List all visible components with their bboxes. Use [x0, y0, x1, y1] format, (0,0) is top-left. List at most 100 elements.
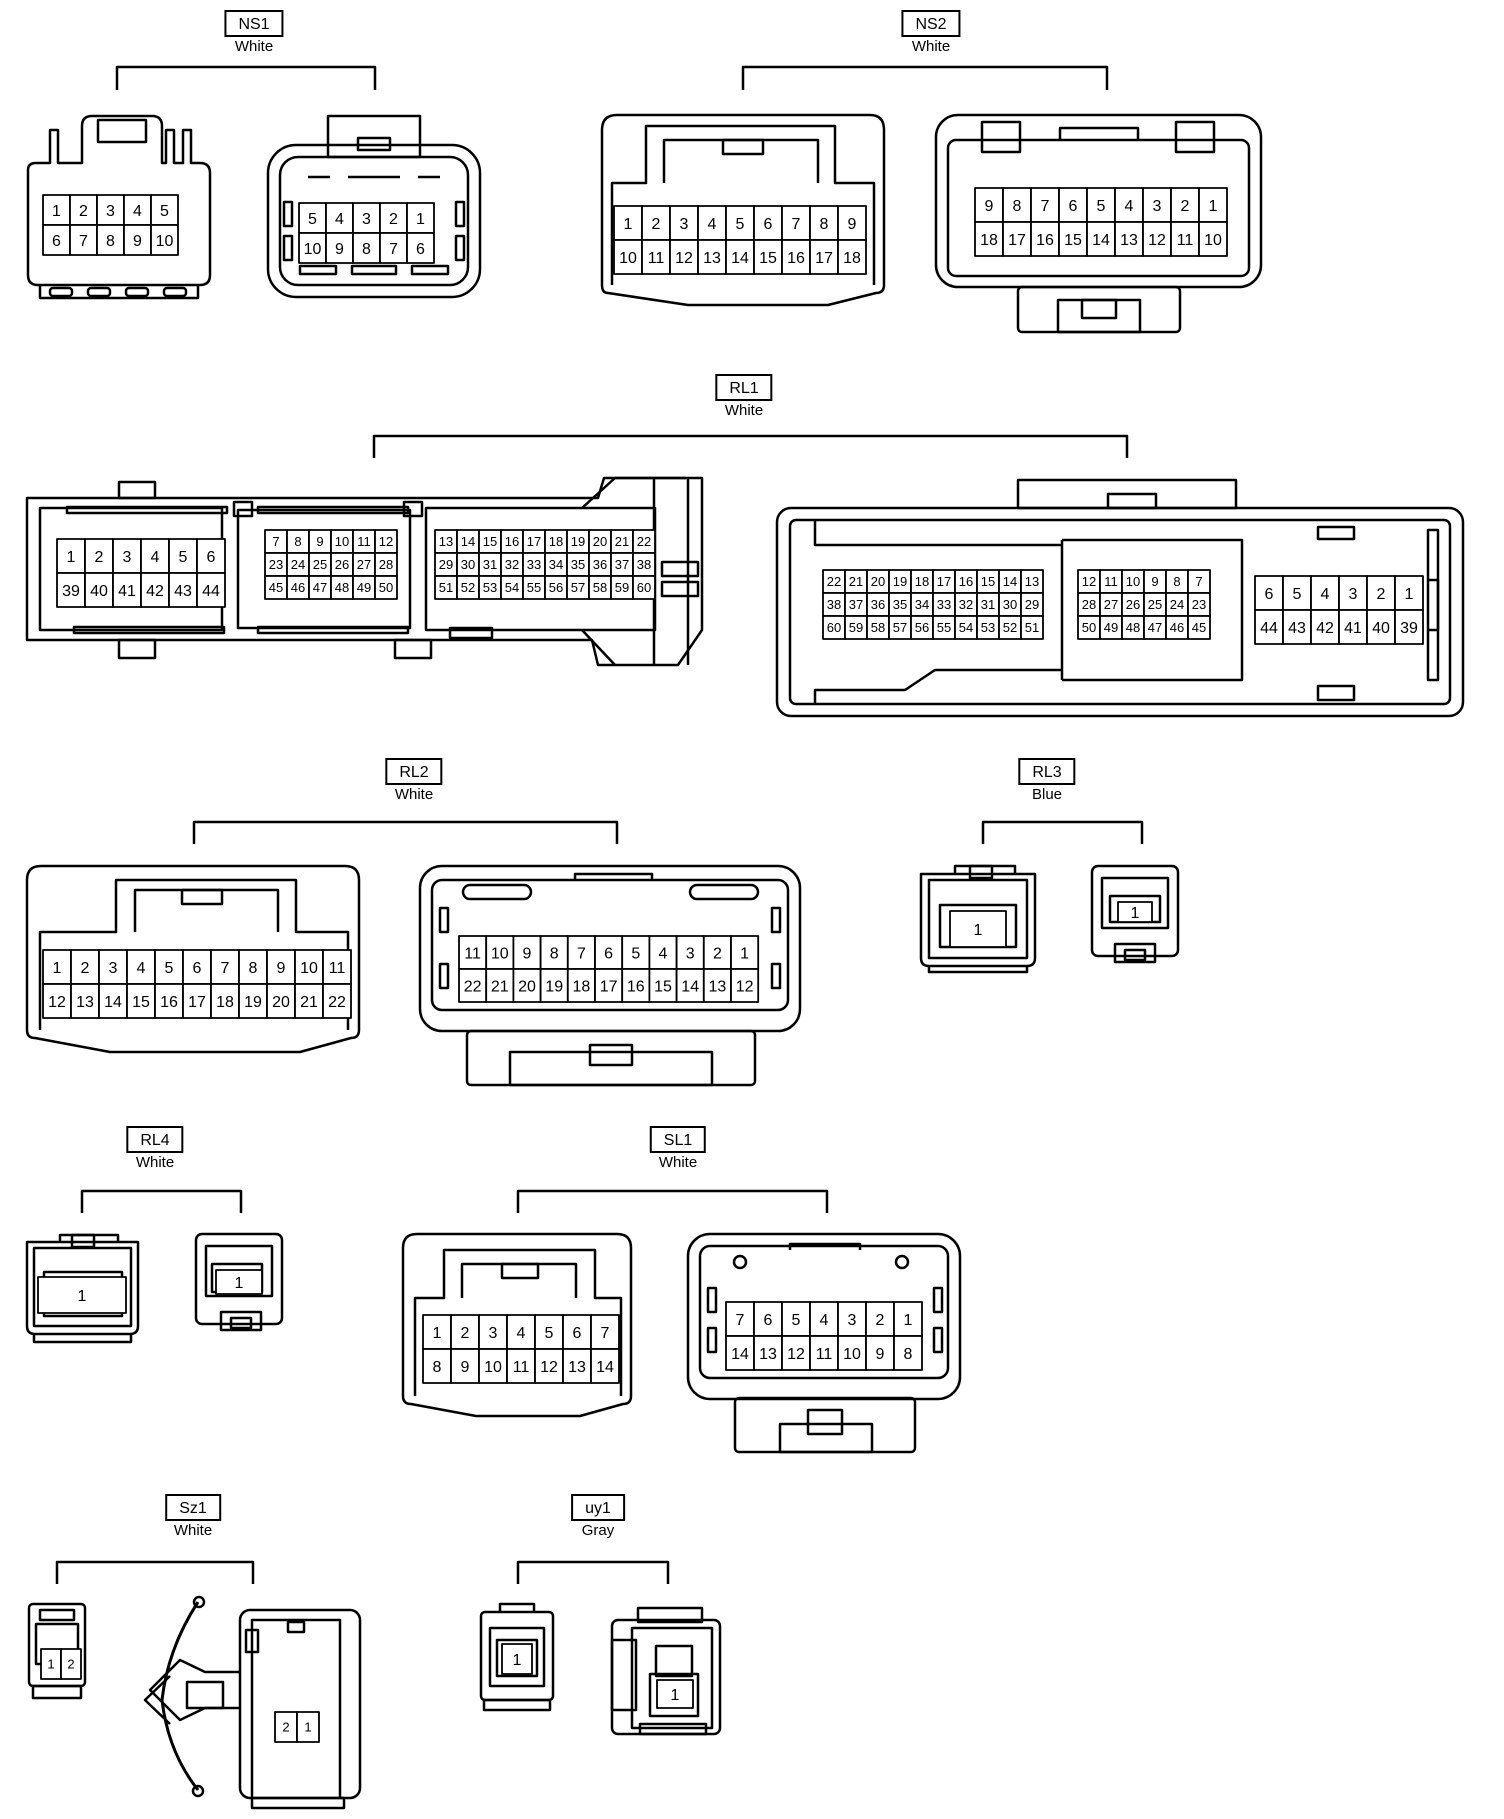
pin-number: 60	[827, 620, 841, 635]
pin-number: 8	[362, 241, 371, 258]
pin-cell	[1366, 609, 1396, 645]
pin-number: 6	[573, 1325, 582, 1342]
pin-number: 6	[52, 233, 61, 250]
pin-number: 4	[1125, 198, 1134, 215]
pin-number: 22	[328, 994, 346, 1011]
pin-number: 2	[95, 549, 104, 566]
pin-number: 43	[174, 583, 192, 600]
pin-number: 50	[379, 580, 393, 595]
pin-number: 8	[1013, 198, 1022, 215]
pin-cell	[150, 224, 179, 256]
pin-number: 7	[272, 534, 279, 549]
pin-number: 12	[736, 978, 754, 995]
pin-cell	[126, 983, 156, 1019]
pin-number: 10	[491, 945, 509, 962]
connector-color: White	[394, 786, 434, 803]
pin-number: 47	[313, 580, 327, 595]
connector-uy1-view-1: 1	[501, 1643, 533, 1675]
pin-number: 12	[1148, 232, 1166, 249]
pin-number: 13	[703, 250, 721, 267]
pin-cell	[1142, 221, 1172, 257]
pin-cell	[298, 232, 327, 264]
pin-cell	[1198, 187, 1228, 223]
pin-number: 16	[959, 574, 973, 589]
pin-number: 3	[123, 549, 132, 566]
pin-number: 29	[1025, 597, 1039, 612]
pin-number: 16	[627, 978, 645, 995]
connector-id: SL1	[649, 1126, 707, 1153]
pin-cell	[322, 949, 352, 985]
pin-number: 32	[959, 597, 973, 612]
pin-number: 7	[792, 216, 801, 233]
pin-number: 45	[269, 580, 283, 595]
pin-number: 1	[513, 1652, 522, 1669]
pin-number: 45	[1192, 620, 1206, 635]
pin-cell	[506, 1348, 536, 1384]
pin-cell	[478, 1314, 508, 1350]
pin-number: 14	[731, 1346, 749, 1363]
pin-number: 32	[505, 557, 519, 572]
pin-cell	[534, 1348, 564, 1384]
pin-number: 17	[600, 978, 618, 995]
pin-cell	[501, 1643, 533, 1675]
pin-number: 13	[709, 978, 727, 995]
pin-cell	[210, 983, 240, 1019]
pin-number: 7	[577, 945, 586, 962]
connector-id: uy1	[571, 1494, 625, 1521]
pin-number: 60	[637, 580, 651, 595]
pin-number: 5	[1097, 198, 1106, 215]
pin-cell	[730, 968, 760, 1003]
pin-number: 47	[1148, 620, 1162, 635]
pin-cell	[512, 935, 542, 970]
pin-number: 37	[849, 597, 863, 612]
pin-cell	[632, 575, 656, 600]
pin-number: 34	[915, 597, 929, 612]
pin-cell	[809, 1335, 839, 1371]
pin-cell	[112, 572, 142, 608]
pin-number: 33	[527, 557, 541, 572]
pin-number: 2	[652, 216, 661, 233]
connector-rl3-view-1: 1	[949, 910, 1007, 948]
pin-number: 3	[362, 211, 371, 228]
pin-number: 8	[1173, 574, 1180, 589]
pin-number: 6	[1265, 586, 1274, 603]
pin-number: 18	[843, 250, 861, 267]
pin-number: 56	[915, 620, 929, 635]
pin-cell	[656, 1679, 694, 1709]
connector-id: RL4	[126, 1126, 184, 1153]
pin-number: 17	[1008, 232, 1026, 249]
pin-number: 23	[269, 557, 283, 572]
pin-number: 4	[137, 960, 146, 977]
pin-number: 22	[637, 534, 651, 549]
pin-number: 20	[593, 534, 607, 549]
pin-number: 48	[335, 580, 349, 595]
connector-color: White	[135, 1154, 175, 1171]
pin-number: 1	[235, 1275, 244, 1292]
pin-number: 55	[937, 620, 951, 635]
connector-id: Sz1	[165, 1494, 221, 1521]
pin-cell	[182, 983, 212, 1019]
pin-cell	[594, 968, 624, 1003]
connector-color: Blue	[1031, 786, 1063, 803]
pin-number: 13	[1025, 574, 1039, 589]
pin-number: 12	[379, 534, 393, 549]
pin-number: 7	[79, 233, 88, 250]
pin-cell	[641, 205, 671, 241]
pin-number: 17	[188, 994, 206, 1011]
pin-cell	[566, 935, 596, 970]
pin-cell	[1310, 609, 1340, 645]
pin-number: 9	[133, 233, 142, 250]
pin-cell	[702, 968, 732, 1003]
pin-number: 7	[1195, 574, 1202, 589]
pin-number: 8	[904, 1346, 913, 1363]
pin-number: 26	[1126, 597, 1140, 612]
pin-number: 5	[545, 1325, 554, 1342]
pin-number: 44	[1260, 620, 1278, 637]
pin-cell	[1117, 901, 1153, 923]
pin-number: 11	[357, 534, 371, 549]
